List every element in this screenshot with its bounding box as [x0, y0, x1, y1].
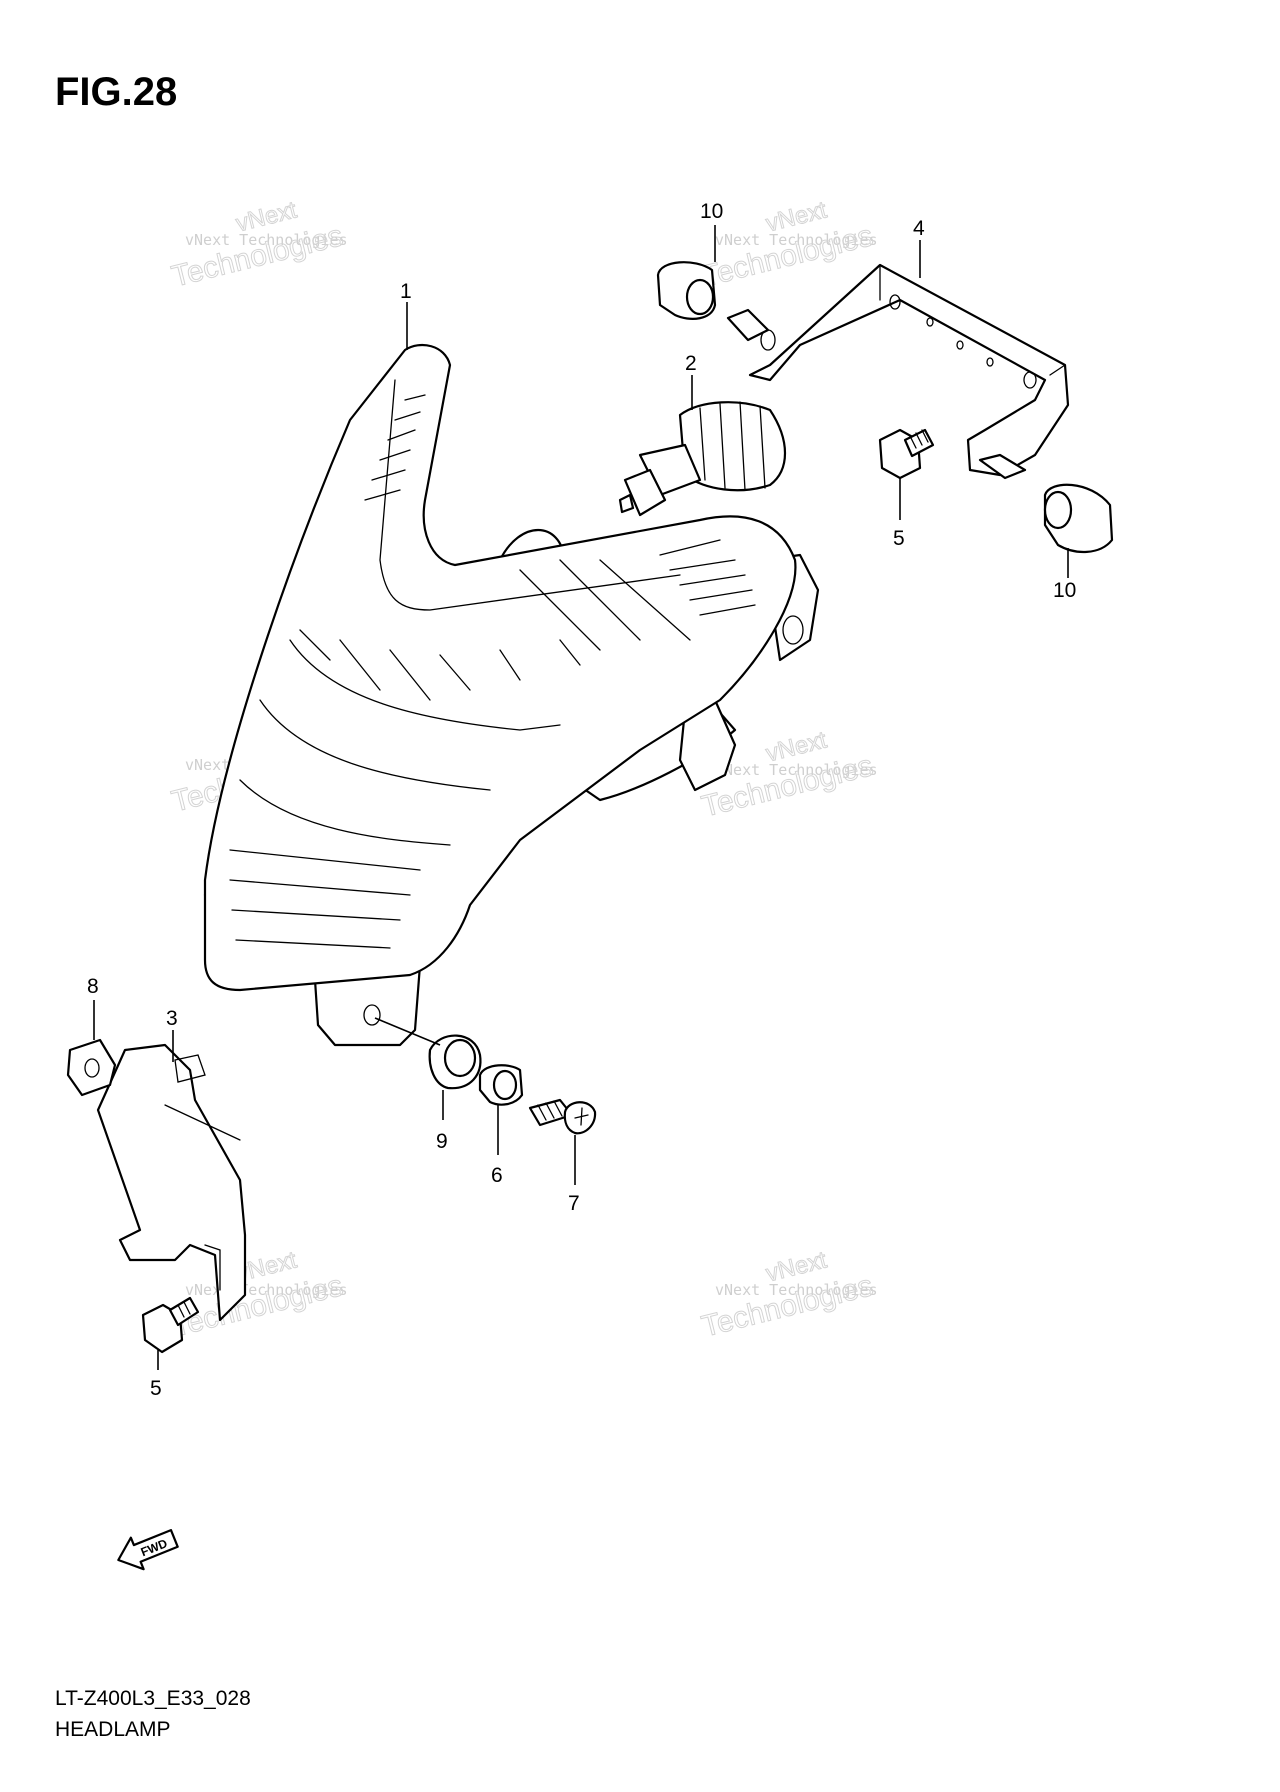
- callout-6[interactable]: 6: [491, 1164, 503, 1187]
- callout-9[interactable]: 9: [436, 1130, 448, 1153]
- watermark-text: vNext Technologies: [715, 231, 878, 249]
- callout-7[interactable]: 7: [568, 1192, 580, 1215]
- bolt-lower: [141, 1296, 200, 1354]
- watermark-text: vNext Technologies: [715, 1281, 878, 1299]
- lower-bracket: [96, 1043, 247, 1322]
- callout-5-lower[interactable]: 5: [150, 1377, 162, 1400]
- screw: [528, 1098, 597, 1135]
- collar: [478, 1064, 524, 1106]
- headlamp-assembly: [203, 343, 820, 1047]
- callout-10-left[interactable]: 10: [700, 200, 723, 223]
- callout-3[interactable]: 3: [166, 1007, 178, 1030]
- nut: [66, 1038, 117, 1097]
- fwd-arrow-icon: FWD: [117, 1528, 179, 1571]
- leader-line: [374, 1017, 441, 1046]
- bolt-upper: [878, 428, 935, 480]
- callout-10-right[interactable]: 10: [1053, 579, 1076, 602]
- callout-8[interactable]: 8: [87, 975, 99, 998]
- bulb-socket: [618, 401, 787, 517]
- document-code: LT-Z400L3_E33_028: [55, 1687, 251, 1710]
- figure-title: FIG.28: [55, 70, 178, 114]
- callout-4[interactable]: 4: [913, 217, 925, 240]
- cushion-left: [656, 261, 717, 320]
- document-caption: HEADLAMP: [55, 1718, 171, 1741]
- upper-bracket: [726, 263, 1070, 480]
- callout-5-upper[interactable]: 5: [893, 527, 905, 550]
- grommet: [428, 1034, 482, 1090]
- watermark-text: vNext Technologies: [715, 761, 878, 779]
- callout-2[interactable]: 2: [685, 352, 697, 375]
- watermark-text: vNext Technologies: [185, 231, 348, 249]
- cushion-right: [1043, 483, 1114, 553]
- callout-1[interactable]: 1: [400, 280, 412, 303]
